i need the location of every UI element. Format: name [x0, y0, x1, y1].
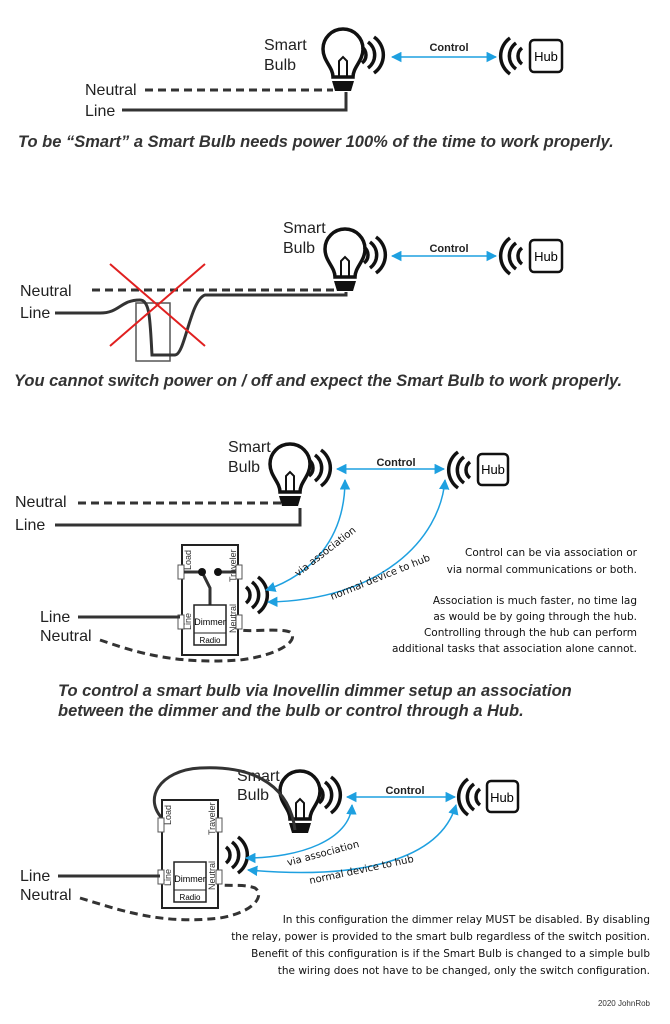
neutral-label: Neutral: [85, 82, 137, 99]
hub-box: [528, 238, 564, 274]
panel-power-always-on: Smart Bulb Control Hub Neutral Line To b…: [18, 27, 614, 151]
light-bulb-icon: [323, 227, 367, 293]
cross-out-icon: [109, 263, 206, 347]
traveler-terminal-label: Traveler: [207, 802, 217, 835]
caption-3-line-1: To control a smart bulb via Inovellin di…: [58, 682, 572, 700]
dimmer-switch: Dimmer Radio Load Traveler Line Neutral: [177, 544, 243, 656]
note-line: In this configuration the dimmer relay M…: [283, 914, 650, 926]
hub-wireless-icon: [446, 450, 472, 490]
smart-label: Smart: [264, 37, 307, 54]
wireless-icon: [307, 448, 333, 488]
normal-device-label: normal device to hub: [329, 553, 432, 603]
radio-label: Radio: [200, 636, 221, 645]
line-wire: [122, 92, 348, 112]
via-association-label: via association: [286, 839, 361, 869]
control-label: Control: [429, 243, 468, 255]
control-label: Control: [385, 785, 424, 797]
hub-label: Hub: [534, 249, 558, 264]
light-bulb-icon: [268, 442, 312, 508]
neutral-label: Neutral: [20, 283, 72, 300]
caption-1: To be “Smart” a Smart Bulb needs power 1…: [18, 133, 614, 151]
load-terminal-label: Load: [163, 805, 173, 825]
line-terminal-label: Line: [163, 869, 173, 886]
via-association-label: via association: [293, 525, 358, 579]
panel3-note: Control can be via association or via no…: [392, 547, 638, 655]
line-wire: [55, 292, 348, 357]
note-line: additional tasks that association alone …: [392, 643, 637, 655]
radio-label: Radio: [180, 893, 201, 902]
dimmer-label: Dimmer: [194, 617, 226, 627]
line-label-bottom: Line: [40, 609, 70, 626]
hub-box: [476, 452, 510, 487]
dimmer-label: Dimmer: [174, 874, 206, 884]
wireless-icon: [360, 35, 386, 75]
dimmer-switch: Dimmer Radio Load Traveler Line Neutral: [157, 799, 223, 909]
bulb-label: Bulb: [283, 240, 315, 257]
panel-association: Smart Bulb Control Hub Neutral Line Dimm…: [15, 439, 638, 720]
neutral-label: Neutral: [20, 887, 72, 904]
note-line: Control can be via association or: [465, 547, 638, 559]
hub-box: [485, 779, 520, 814]
bulb-label: Bulb: [237, 787, 269, 804]
line-wire: [55, 508, 302, 527]
hub-wireless-icon: [498, 36, 524, 76]
note-line: the wiring does not have to be changed, …: [278, 965, 650, 977]
hub-label: Hub: [534, 49, 558, 64]
dimmer-wireless-icon: [224, 835, 250, 875]
note-line: Controlling through the hub can perform: [424, 627, 637, 639]
smart-label: Smart: [283, 220, 326, 237]
note-line: the relay, power is provided to the smar…: [231, 931, 650, 943]
panel-switched-power: Smart Bulb Control Hub Neutral Line You …: [14, 220, 622, 390]
dimmer-wireless-icon: [244, 575, 270, 615]
light-bulb-icon: [321, 27, 365, 93]
hub-label: Hub: [490, 790, 514, 805]
wall-switch: [135, 302, 171, 362]
caption-3-line-2: between the dimmer and the bulb or contr…: [58, 702, 524, 720]
neutral-wire: [79, 883, 261, 922]
neutral-label-bottom: Neutral: [40, 628, 92, 645]
neutral-wire-bottom: [99, 628, 294, 663]
panel4-note: In this configuration the dimmer relay M…: [231, 914, 650, 977]
hub-label: Hub: [481, 462, 505, 477]
traveler-terminal-label: Traveler: [228, 549, 238, 582]
smart-label: Smart: [228, 439, 271, 456]
bulb-label: Bulb: [228, 459, 260, 476]
neutral-terminal-label: Neutral: [207, 861, 217, 890]
caption-2: You cannot switch power on / off and exp…: [14, 372, 622, 390]
control-label: Control: [429, 42, 468, 54]
load-wire: [152, 766, 297, 831]
hub-arrow: [246, 803, 459, 877]
credit: 2020 JohnRob: [598, 999, 651, 1008]
control-label: Control: [376, 457, 415, 469]
panel-relay-disabled: Smart Bulb Control Hub Dimmer Radio Load…: [20, 766, 651, 1008]
line-terminal-label: Line: [183, 613, 193, 630]
neutral-terminal-label: Neutral: [228, 604, 238, 633]
note-line: as would be by going through the hub.: [433, 611, 637, 623]
line-label: Line: [20, 305, 50, 322]
hub-arrow: [266, 478, 450, 608]
bulb-label: Bulb: [264, 57, 296, 74]
hub-box: [528, 38, 564, 74]
note-line: Benefit of this configuration is if the …: [251, 948, 650, 960]
line-label: Line: [85, 103, 115, 120]
note-line: Association is much faster, no time lag: [433, 595, 637, 607]
wireless-icon: [317, 775, 343, 815]
hub-wireless-icon: [498, 236, 524, 276]
hub-wireless-icon: [456, 777, 482, 817]
wireless-icon: [362, 235, 388, 275]
line-label: Line: [20, 868, 50, 885]
load-terminal-label: Load: [183, 550, 193, 570]
line-label: Line: [15, 517, 45, 534]
neutral-label: Neutral: [15, 494, 67, 511]
note-line: via normal communications or both.: [447, 564, 637, 576]
